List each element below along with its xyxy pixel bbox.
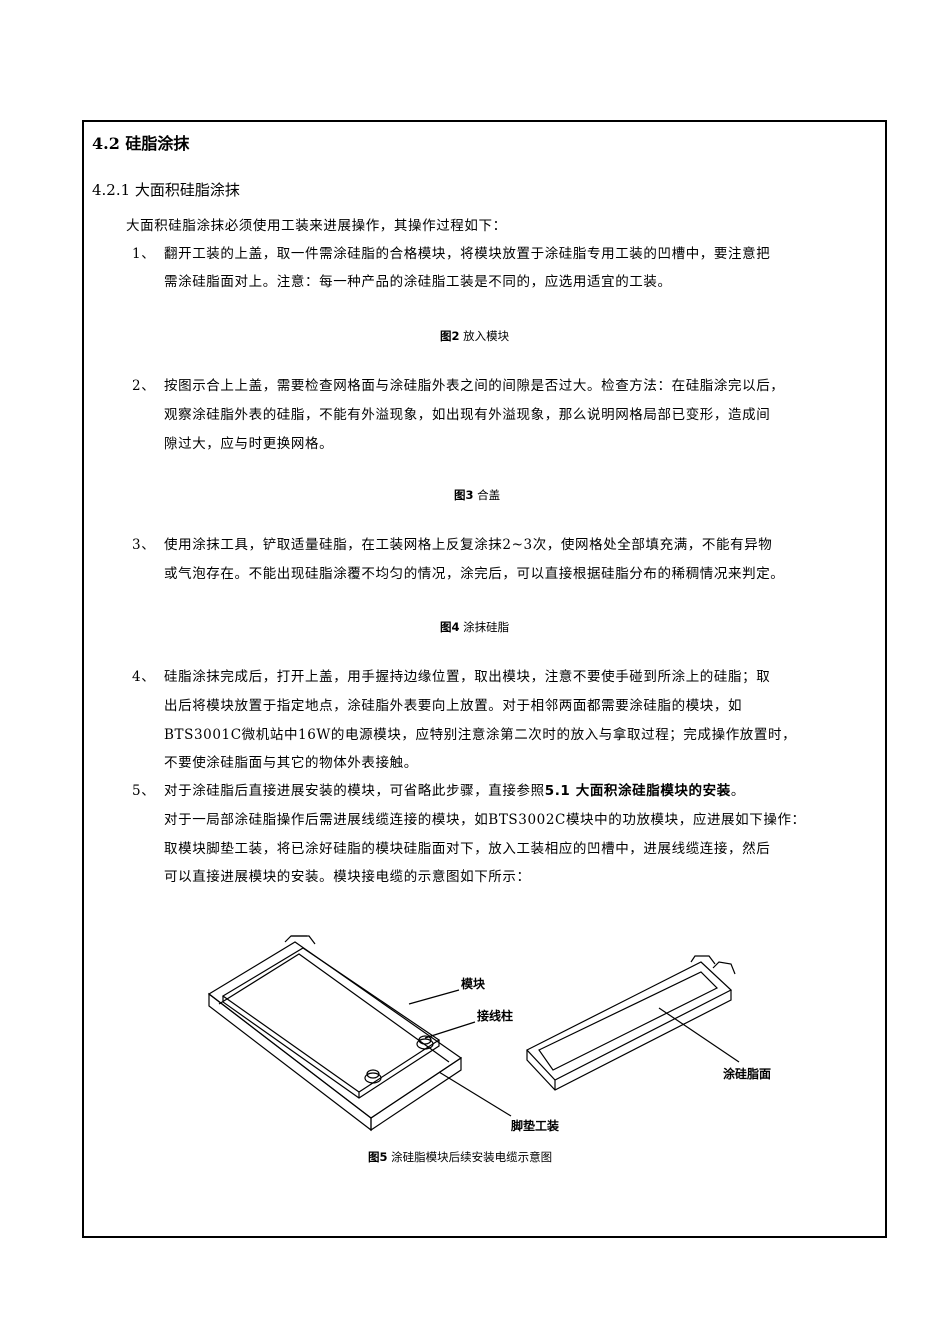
intro-paragraph: 大面积硅脂涂抹必须使用工装来进展操作，其操作过程如下： (126, 218, 507, 234)
step-3-line-2: 或气泡存在。不能出现硅脂涂覆不均匀的情况，涂完后，可以直接根据硅脂分布的稀稠情况… (164, 566, 785, 582)
step-4-line-4: 不要使涂硅脂面与其它的物体外表接触。 (164, 755, 418, 771)
step-5-line-2: 对于一局部涂硅脂操作后需进展线缆连接的模块，如BTS3002C模块中的功放模块，… (164, 812, 806, 828)
leader-grease-face (658, 1007, 740, 1063)
terminal-drawing (364, 1035, 434, 1084)
grease-frame-drawing (526, 955, 736, 1091)
leader-module (408, 989, 460, 1005)
label-pad-fixture: 脚垫工装 (511, 1118, 559, 1133)
step-1-number: 1、 (132, 246, 156, 262)
figure-2-caption: 图2 放入模块 (440, 329, 510, 343)
step-5-number: 5、 (132, 783, 156, 799)
step-2-line-3: 隙过大，应与时更换网格。 (164, 436, 334, 452)
label-grease-face: 涂硅脂面 (723, 1066, 771, 1081)
label-terminal: 接线柱 (477, 1008, 513, 1023)
step-3-number: 3、 (132, 537, 156, 553)
step-2-line-2: 观察涂硅脂外表的硅脂，不能有外溢现象，如出现有外溢现象，那么说明网格局部已变形，… (164, 407, 771, 423)
step-4-number: 4、 (132, 669, 156, 685)
step-4-line-2: 出后将模块放置于指定地点，涂硅脂外表要向上放置。对于相邻两面都需要涂硅脂的模块，… (164, 698, 743, 714)
figure-4-caption: 图4 涂抹硅脂 (440, 620, 510, 634)
document-frame: 4.2 硅脂涂抹 4.2.1 大面积硅脂涂抹 大面积硅脂涂抹必须使用工装来进展操… (82, 120, 887, 1238)
step-2-line-1: 按图示合上上盖，需要检查网格面与涂硅脂外表之间的间隙是否过大。检查方法：在硅脂涂… (164, 378, 785, 394)
step-5-line-3: 取模块脚垫工装，将已涂好硅脂的模块硅脂面对下，放入工装相应的凹槽中，进展线缆连接… (164, 841, 771, 857)
step-1-line-1: 翻开工装的上盖，取一件需涂硅脂的合格模块，将模块放置于涂硅脂专用工装的凹槽中，要… (164, 246, 771, 262)
step-4-line-1: 硅脂涂抹完成后，打开上盖，用手握持边缘位置，取出模块，注意不要使手碰到所涂上的硅… (164, 669, 771, 685)
section-reference-link: 5.1 大面积涂硅脂模块的安装 (544, 783, 731, 799)
figure-3-caption: 图3 合盖 (454, 488, 501, 502)
step-3-line-1: 使用涂抹工具，铲取适量硅脂，在工装网格上反复涂抹2~3次，使网格处全部填充满，不… (164, 537, 773, 553)
leader-terminal (424, 1021, 476, 1039)
leader-pad (438, 1071, 512, 1117)
label-module: 模块 (461, 976, 486, 991)
figure-5-caption: 图5 涂硅脂模块后续安装电缆示意图 (368, 1150, 553, 1164)
subsection-heading: 4.2.1 大面积硅脂涂抹 (92, 181, 240, 199)
module-drawing (221, 947, 441, 1099)
step-4-line-3: BTS3001C微机站中16W的电源模块，应特别注意涂第二次时的放入与拿取过程；… (164, 727, 797, 743)
step-1-line-2: 需涂硅脂面对上。注意：每一种产品的涂硅脂工装是不同的，应选用适宜的工装。 (164, 274, 672, 290)
step-5-line-4: 可以直接进展模块的安装。模块接电缆的示意图如下所示： (164, 869, 531, 885)
figure-5-drawing: 模块 接线柱 脚垫工装 涂硅脂面 (207, 935, 771, 1133)
step-5-line-1: 对于涂硅脂后直接进展安装的模块，可省略此步骤，直接参照5.1 大面积涂硅脂模块的… (164, 783, 745, 799)
step-2-number: 2、 (132, 378, 156, 394)
pad-fixture-drawing (207, 935, 463, 1132)
section-heading: 4.2 硅脂涂抹 (92, 134, 190, 153)
